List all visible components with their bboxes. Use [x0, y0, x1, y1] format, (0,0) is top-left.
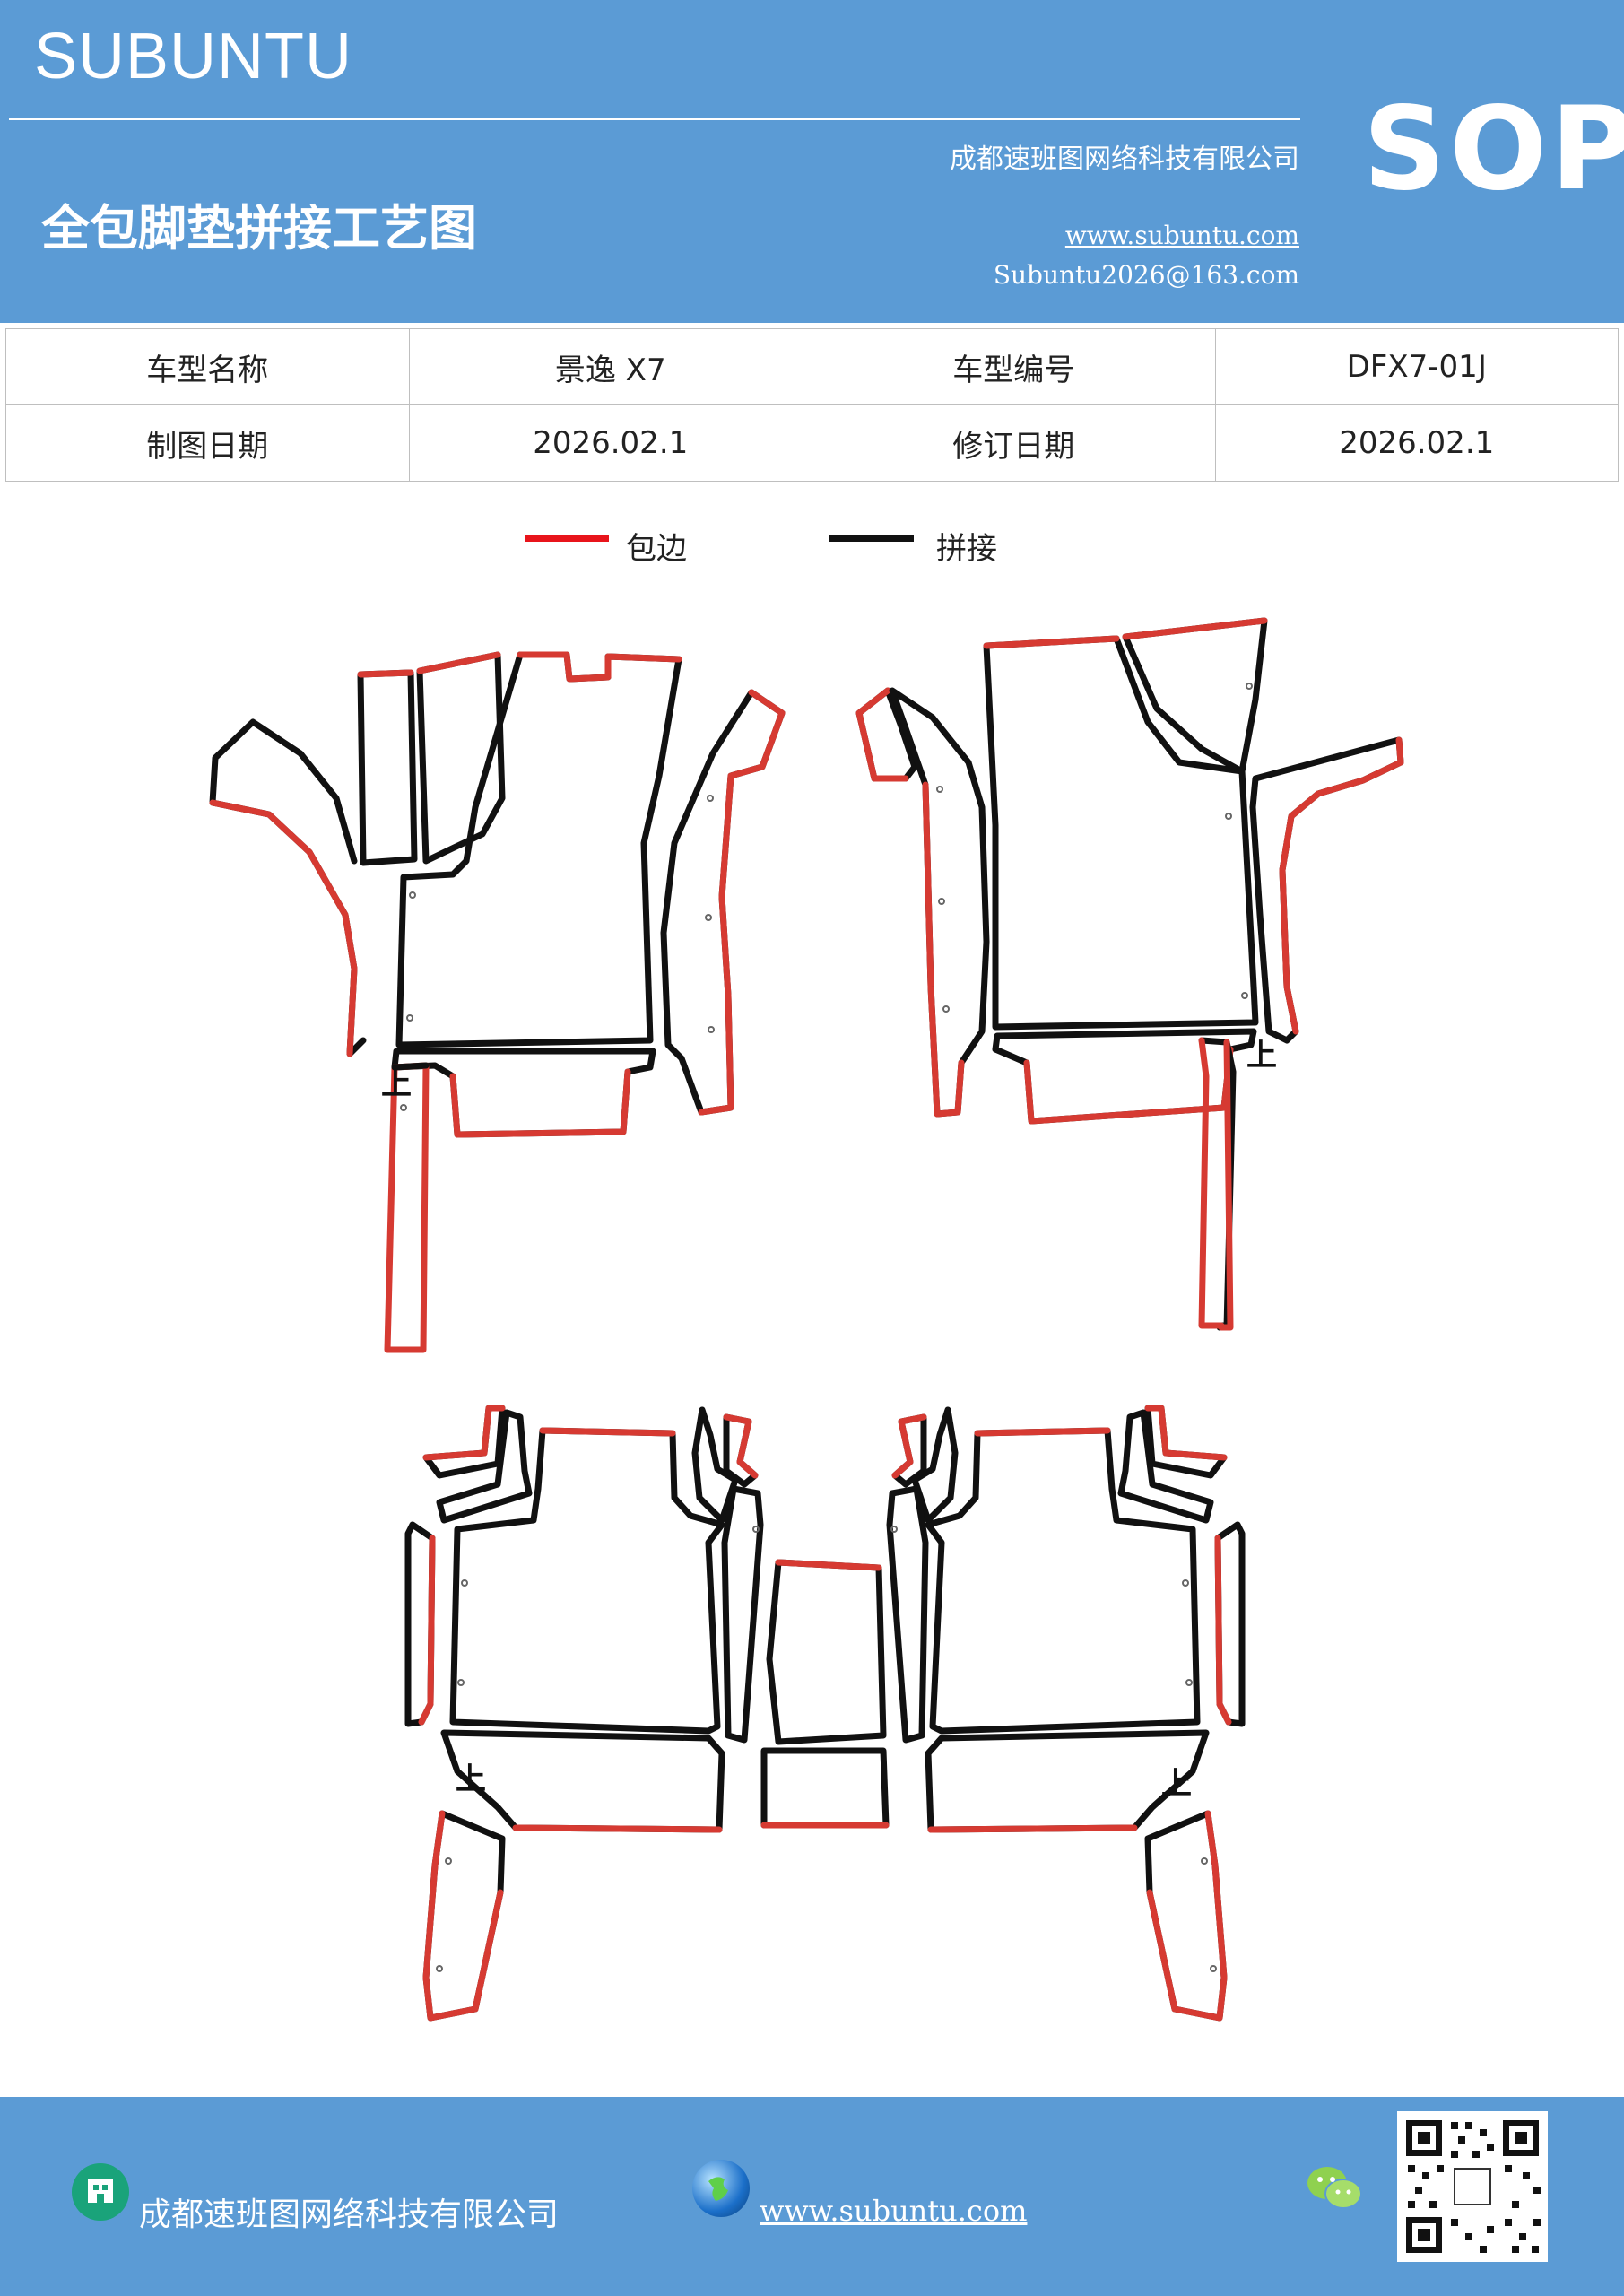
edge-line [974, 1427, 1111, 1437]
edge-line [422, 1405, 506, 1461]
legend: 包边 拼接 [0, 527, 1624, 572]
seam-line [1122, 617, 1268, 775]
edge-line [416, 651, 501, 674]
edge-line [1279, 736, 1404, 1035]
seam-line [395, 651, 682, 1048]
revise-date-value: 2026.02.1 [1214, 404, 1619, 482]
edge-line [1023, 1046, 1234, 1125]
seam-line [357, 669, 418, 866]
table-row: 车型名称 景逸 X7 车型编号 DFX7-01J [5, 328, 1619, 405]
building-icon [72, 2163, 129, 2221]
seam-line [983, 635, 1259, 1031]
footer-website-link[interactable]: www.subuntu.com [760, 2194, 1028, 2228]
wechat-icon[interactable] [1305, 2163, 1364, 2213]
seam-line [766, 1559, 887, 1745]
edge-line [449, 1068, 631, 1138]
legend-edge-label: 包边 [626, 531, 687, 567]
edge-line [1122, 617, 1268, 640]
up-mark: 上 [1246, 1038, 1277, 1074]
up-mark: 上 [1161, 1766, 1192, 1802]
model-name-label: 车型名称 [5, 328, 410, 405]
brand-name: SUBUNTU [34, 21, 353, 92]
header-banner: SUBUNTU 成都速班图网络科技有限公司 全包脚垫拼接工艺图 www.subu… [0, 0, 1624, 323]
legend-edge-swatch [525, 535, 609, 542]
edge-line [512, 1824, 723, 1833]
edge-line [1144, 1405, 1228, 1461]
header-email[interactable]: Subuntu2026@163.com [993, 260, 1299, 290]
edge-line [517, 651, 682, 683]
seam-line [886, 1485, 929, 1744]
edge-line [723, 1413, 759, 1479]
edge-line [927, 1824, 1138, 1833]
seam-line [449, 1427, 725, 1735]
edge-line [209, 799, 358, 1057]
edge-line [983, 635, 1120, 649]
seam-line [1117, 1409, 1214, 1524]
revise-date-label: 修订日期 [812, 404, 1216, 482]
seam-line [721, 1485, 764, 1744]
edge-line [922, 781, 965, 1118]
model-name-value: 景逸 X7 [408, 328, 812, 405]
edge-line [539, 1427, 676, 1437]
floor-mat-pattern-diagram: 上 上 上 上 [209, 617, 1404, 2022]
table-row: 制图日期 2026.02.1 修订日期 2026.02.1 [5, 404, 1619, 482]
edge-line [1198, 1037, 1234, 1331]
footer-banner: 成都速班图网络科技有限公司 www.subuntu.com [0, 2097, 1624, 2296]
edge-line [1146, 1810, 1228, 2022]
footer-company: 成都速班图网络科技有限公司 [139, 2196, 560, 2233]
header-divider [9, 118, 1300, 120]
seam-line [209, 718, 367, 1057]
edge-line [855, 687, 909, 782]
edge-line [422, 1810, 504, 2022]
info-table: 车型名称 景逸 X7 车型编号 DFX7-01J 制图日期 2026.02.1 … [5, 328, 1619, 482]
edge-line [891, 1413, 927, 1479]
qr-code-icon [1397, 2111, 1548, 2262]
seam-line [391, 1062, 430, 1071]
edge-line [775, 1559, 882, 1571]
seam-line [1249, 736, 1404, 1044]
legend-seam-label: 拼接 [936, 531, 997, 567]
header-company: 成都速班图网络科技有限公司 [950, 144, 1299, 175]
draw-date-value: 2026.02.1 [408, 404, 812, 482]
seam-line [436, 1409, 533, 1524]
edge-line [418, 1535, 436, 1726]
legend-seam-swatch [829, 535, 914, 542]
edge-line [1214, 1535, 1232, 1726]
header-website-link[interactable]: www.subuntu.com [1064, 221, 1299, 250]
seam-line [391, 1048, 656, 1138]
up-mark: 上 [456, 1761, 486, 1797]
seam-line [760, 1747, 890, 1829]
globe-icon [692, 2160, 750, 2217]
model-code-value: DFX7-01J [1214, 328, 1619, 405]
page-title: 全包脚垫拼接工艺图 [41, 200, 477, 257]
sop-badge: SOP [1363, 83, 1624, 216]
draw-date-label: 制图日期 [5, 404, 410, 482]
seam-line [925, 1427, 1201, 1735]
edge-line [698, 689, 786, 1116]
edge-line [357, 669, 414, 678]
model-code-label: 车型编号 [812, 328, 1216, 405]
up-mark: 上 [381, 1066, 412, 1102]
